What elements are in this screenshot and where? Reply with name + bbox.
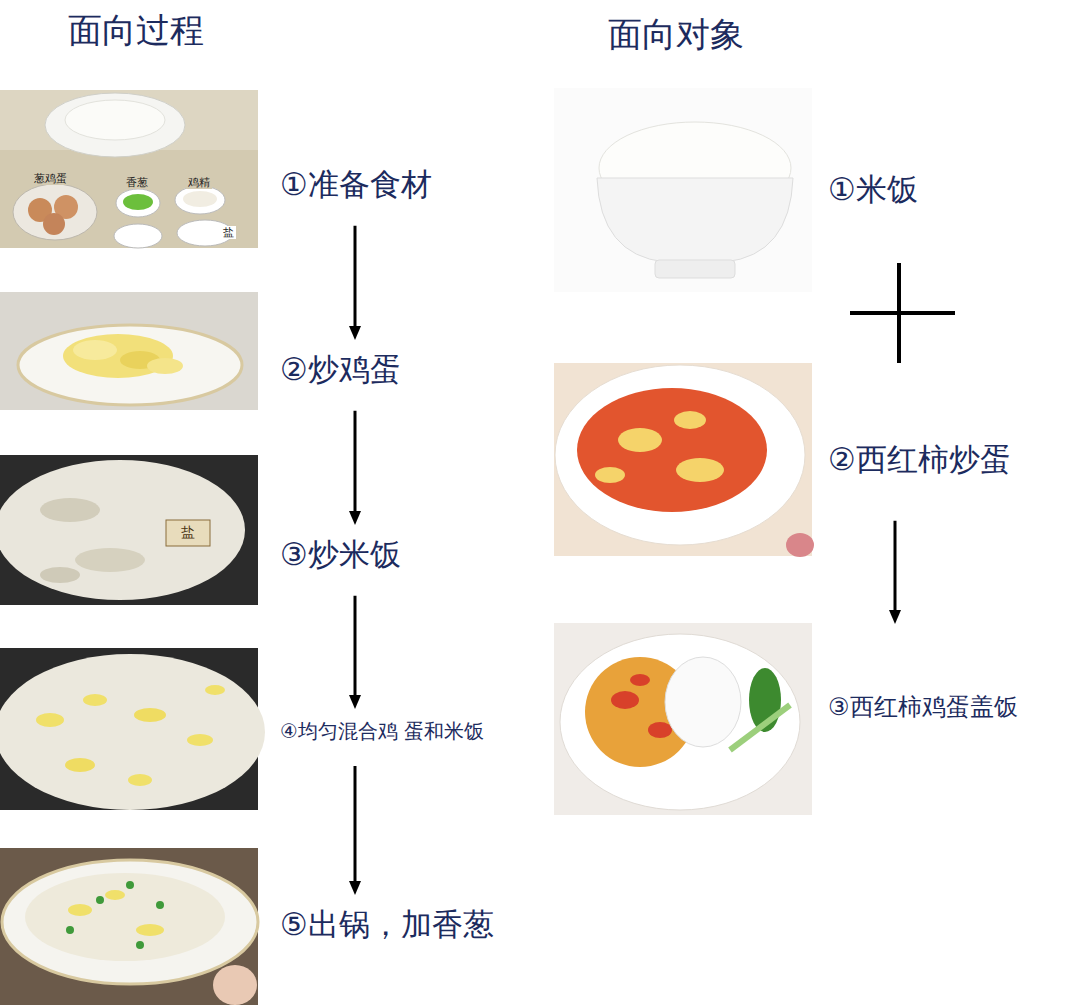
photo-tag: 鸡精 <box>186 176 212 189</box>
step-label: ③炒米饭 <box>280 535 401 574</box>
arrow-line <box>354 411 357 513</box>
step-label: ②西红柿炒蛋 <box>828 440 1011 479</box>
flow-arrow <box>349 226 361 340</box>
step-text: ①米饭 <box>824 168 922 211</box>
step-text: ②炒鸡蛋 <box>276 348 405 391</box>
arrow-head <box>349 881 361 895</box>
rice-wok-photo <box>0 455 258 605</box>
rice-plate-photo <box>554 623 812 815</box>
step-text: ④均匀混合鸡 蛋和米饭 <box>276 717 488 746</box>
arrow-head <box>349 511 361 525</box>
plus-sign <box>850 263 955 363</box>
arrow-head <box>889 610 901 624</box>
step-label: ①准备食材 <box>280 165 432 204</box>
step-label: ⑤出锅，加香葱 <box>280 905 494 944</box>
rice-bowl-photo <box>554 88 812 292</box>
tomato-egg-photo <box>554 363 814 557</box>
step-label: ①米饭 <box>828 170 918 209</box>
flow-arrow <box>889 521 901 624</box>
column-heading: 面向对象 <box>608 14 744 55</box>
photo-tag: 盐 <box>179 524 197 541</box>
photo-tag: 盐 <box>221 226 236 239</box>
step-text: ⑤出锅，加香葱 <box>276 903 498 946</box>
flow-arrow <box>349 596 361 709</box>
arrow-head <box>349 695 361 709</box>
photo-tag: 香葱 <box>124 176 150 189</box>
fried-rice-photo <box>0 848 258 1005</box>
photo-tag: 葱鸡蛋 <box>32 172 69 185</box>
arrow-line <box>894 521 897 612</box>
flow-arrow <box>349 766 361 895</box>
column-heading: 面向过程 <box>68 10 204 51</box>
arrow-line <box>354 766 357 883</box>
step-text: ③西红柿鸡蛋盖饭 <box>824 690 1022 724</box>
mixing-photo <box>0 648 265 810</box>
ingredients-photo <box>0 90 258 248</box>
step-label: ③西红柿鸡蛋盖饭 <box>828 692 1018 722</box>
arrow-line <box>354 596 357 697</box>
step-label: ④均匀混合鸡 蛋和米饭 <box>280 719 484 744</box>
eggs-photo <box>0 292 258 410</box>
step-text: ①准备食材 <box>276 163 436 206</box>
step-text: ②西红柿炒蛋 <box>824 438 1015 481</box>
flow-arrow <box>349 411 361 525</box>
arrow-line <box>354 226 357 328</box>
step-label: ②炒鸡蛋 <box>280 350 401 389</box>
step-text: ③炒米饭 <box>276 533 405 576</box>
arrow-head <box>349 326 361 340</box>
